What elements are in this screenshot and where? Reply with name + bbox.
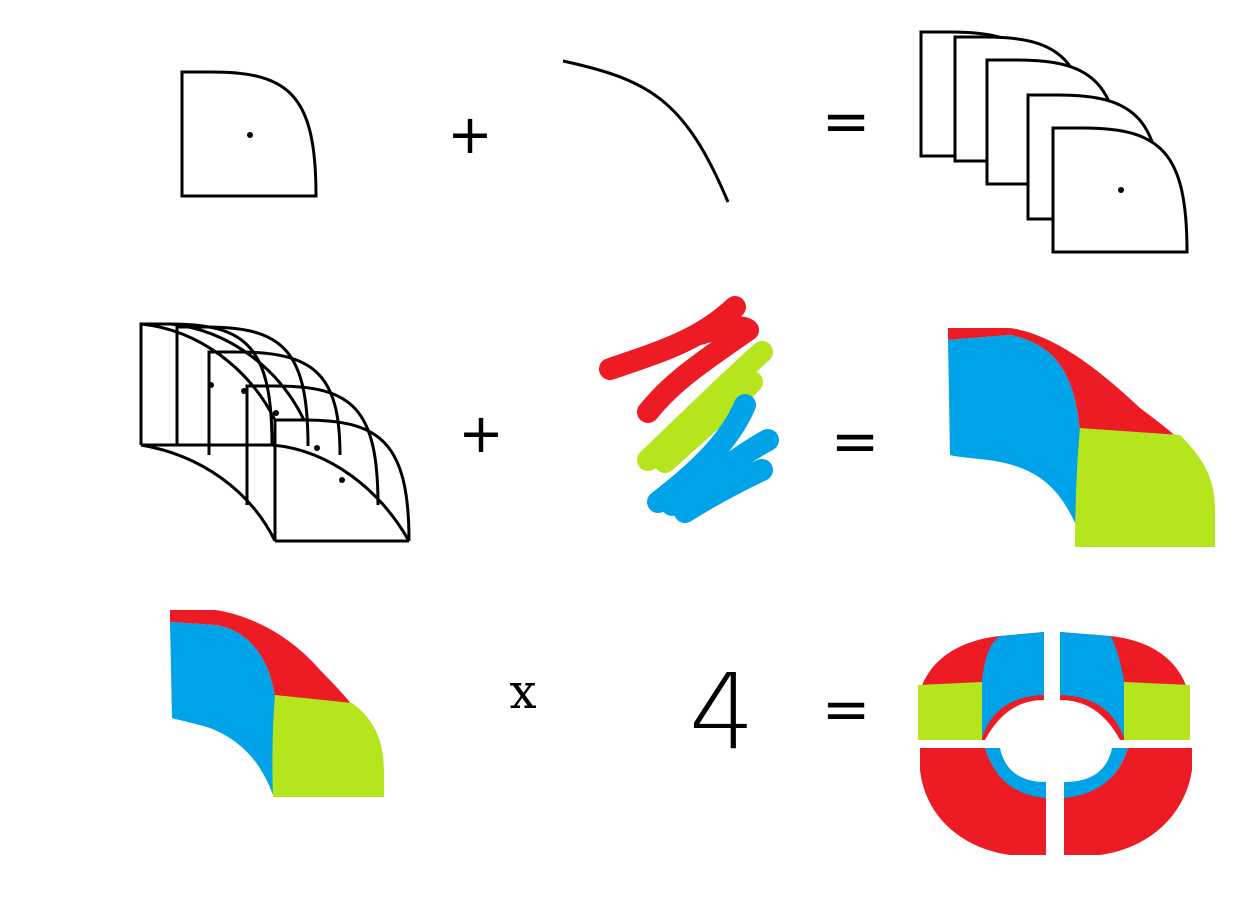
colored-segment-small-icon [170, 610, 384, 797]
swept-profile-stack-icon [919, 30, 1189, 254]
quarter-round-profile-icon [180, 70, 318, 198]
plus-operator: + [447, 103, 493, 166]
times-operator: x [509, 664, 537, 720]
equals-operator: = [830, 407, 880, 475]
equals-operator: = [821, 87, 871, 155]
count-number: 4 [688, 651, 756, 773]
assembled-ring-icon [918, 632, 1192, 855]
curved-path-icon [562, 59, 730, 203]
plus-operator: + [458, 402, 504, 465]
color-scribble-icon [599, 296, 779, 523]
colored-segment-icon [948, 328, 1215, 547]
wireframe-segment-icon [139, 322, 411, 543]
equals-operator: = [821, 675, 871, 743]
